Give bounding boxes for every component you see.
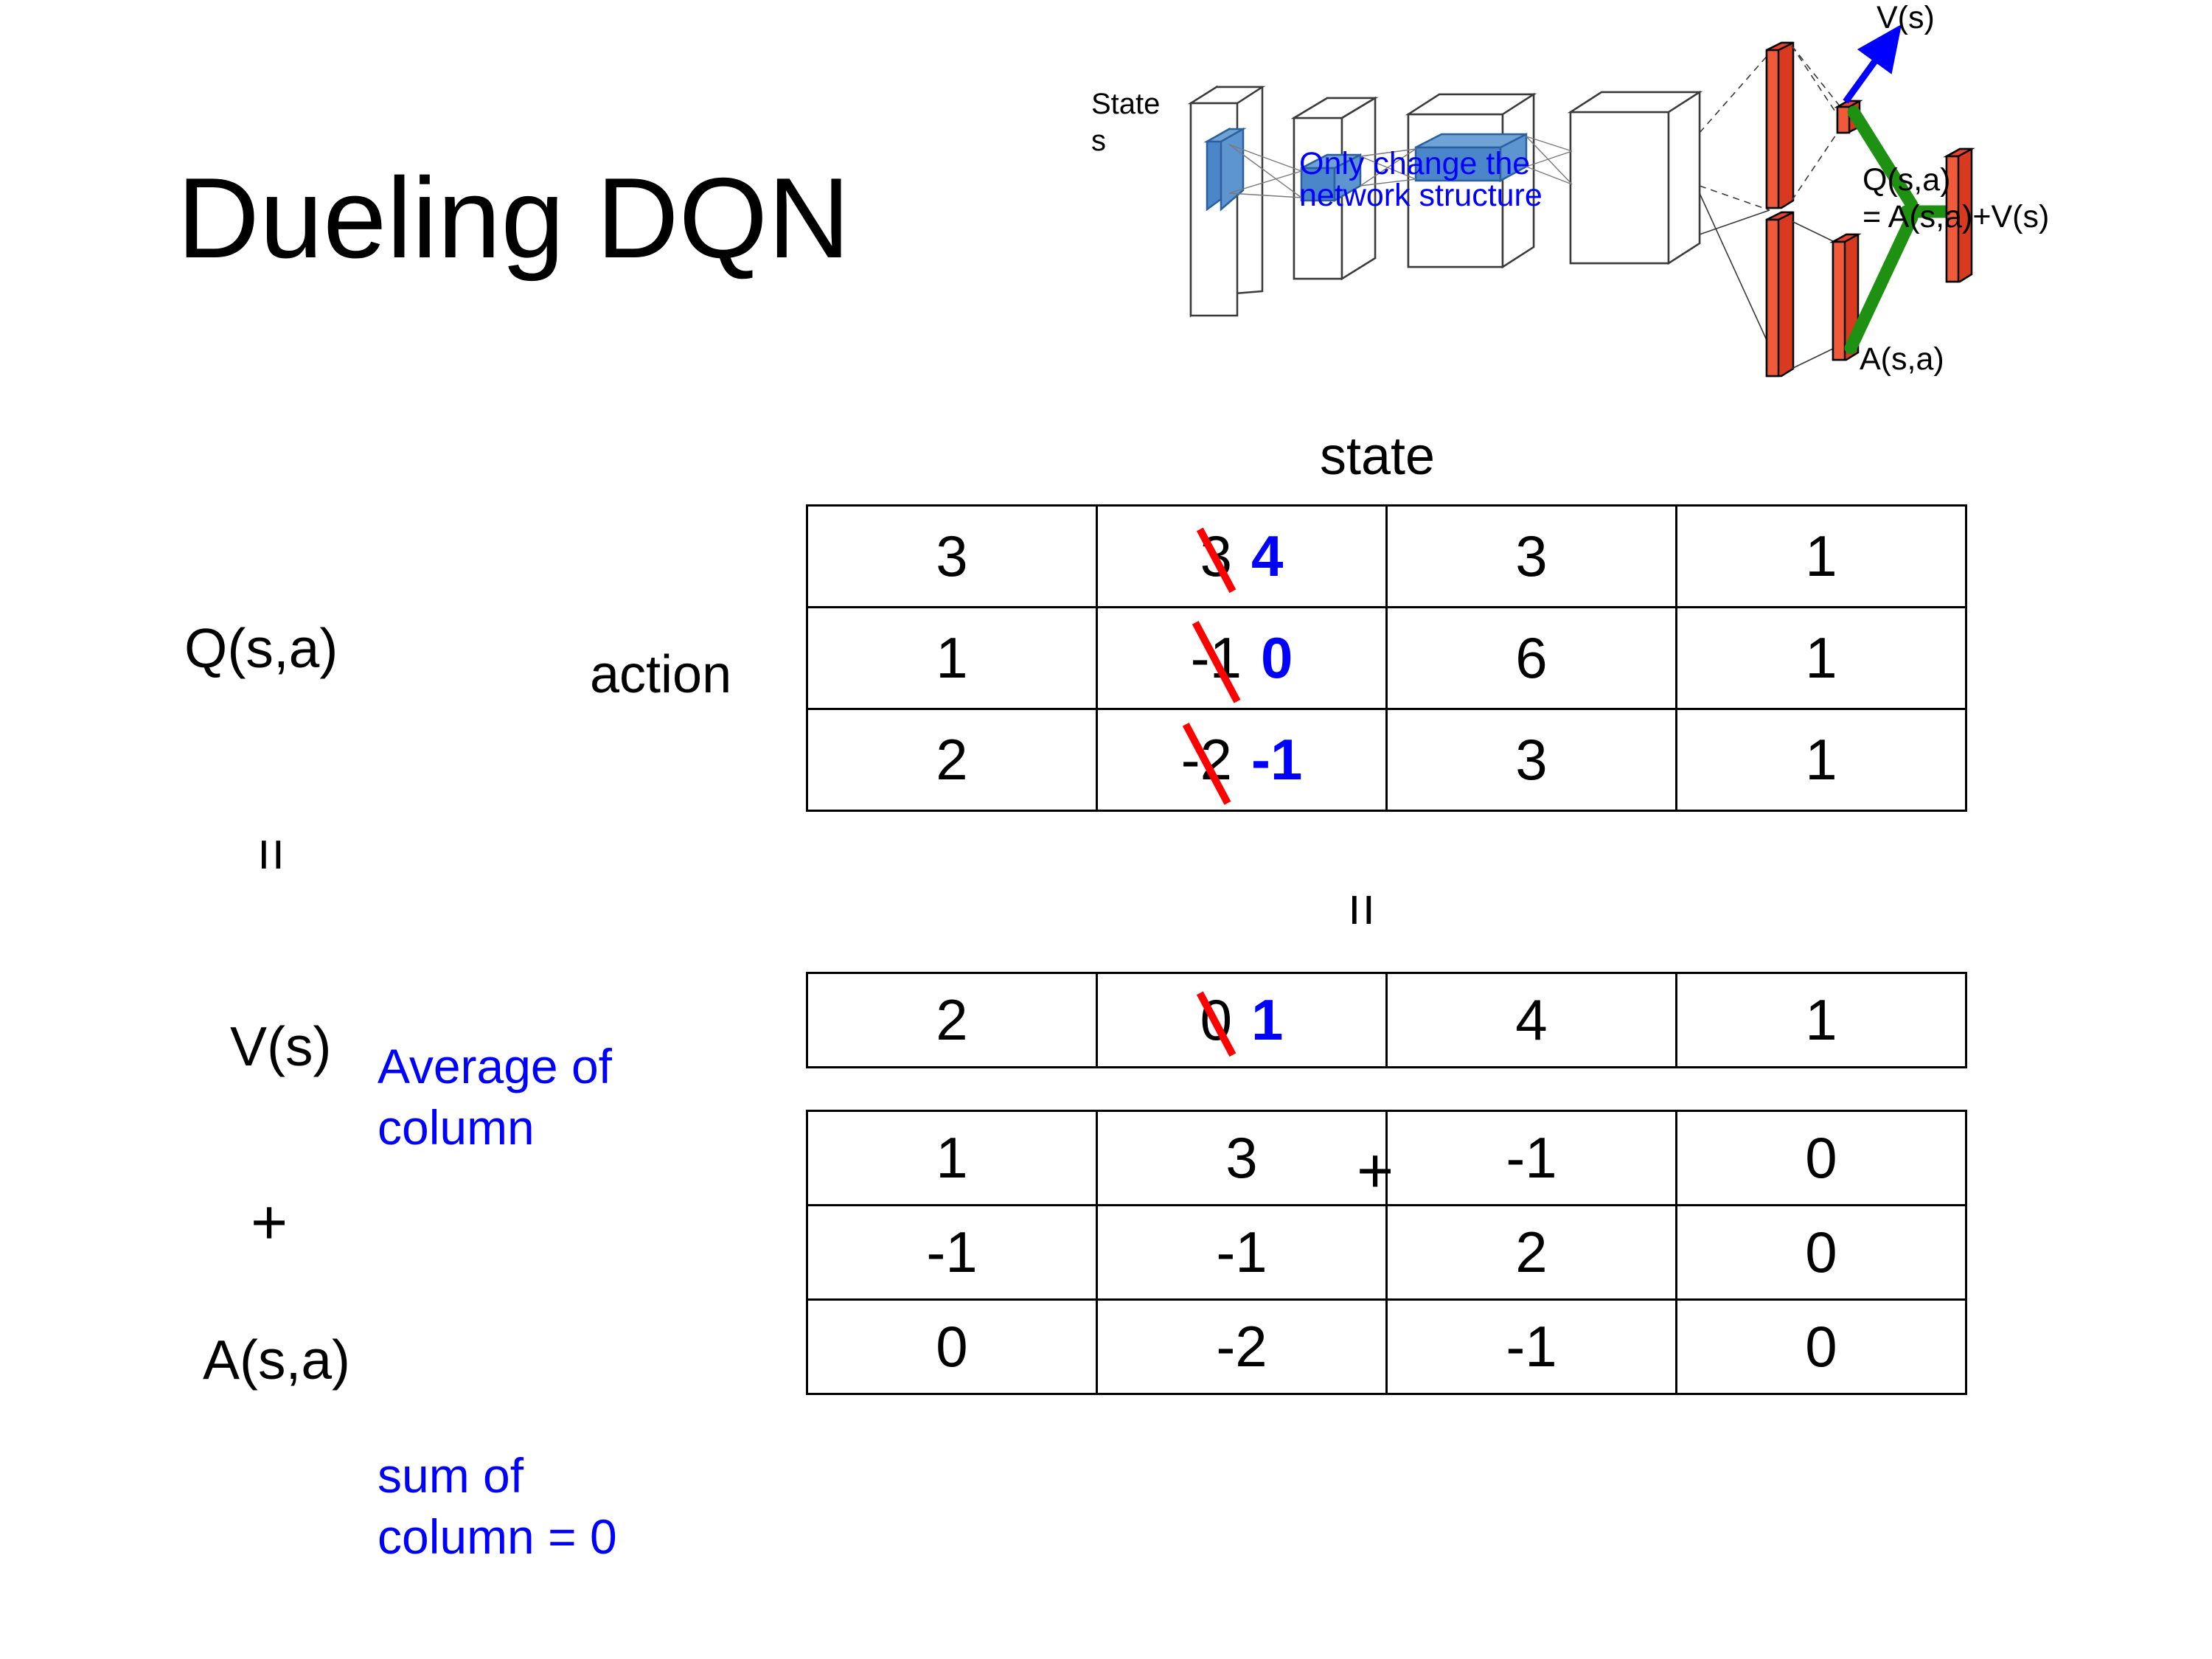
v-value-table: 2 0 1 4 1 bbox=[806, 972, 1967, 1068]
q-cell-r1c0[interactable]: 1 bbox=[806, 606, 1098, 710]
diagram-value-output-label: V(s) bbox=[1877, 0, 1935, 35]
v-cell-r0c0[interactable]: 2 bbox=[806, 972, 1098, 1068]
a-cell-r0c0[interactable]: 1 bbox=[806, 1110, 1098, 1206]
state-axis-label: state bbox=[1320, 427, 1436, 486]
table-row: 1 -1 0 6 1 bbox=[806, 606, 1967, 710]
q-cell-r0c3[interactable]: 1 bbox=[1675, 504, 1967, 608]
average-note-line1: Average of bbox=[378, 1039, 613, 1093]
table-row: -1 -1 2 0 bbox=[806, 1204, 1967, 1301]
q-cell-r2c0[interactable]: 2 bbox=[806, 708, 1098, 812]
sum-note-line1: sum of bbox=[378, 1448, 524, 1503]
q-cell-r0c1[interactable]: 3 4 bbox=[1096, 504, 1388, 608]
q-cell-r1c1[interactable]: -1 0 bbox=[1096, 606, 1388, 710]
q-cell-r0c2[interactable]: 3 bbox=[1385, 504, 1677, 608]
a-cell-r1c0[interactable]: -1 bbox=[806, 1204, 1098, 1301]
q-cell-r1c2[interactable]: 6 bbox=[1385, 606, 1677, 710]
action-axis-label: action bbox=[590, 645, 732, 704]
a-cell-r0c1[interactable]: 3 bbox=[1096, 1110, 1388, 1206]
page-title: Dueling DQN bbox=[177, 154, 851, 282]
a-cell-r2c0[interactable]: 0 bbox=[806, 1298, 1098, 1395]
correction-pair: 3 4 bbox=[1200, 523, 1284, 590]
correction-pair: -1 0 bbox=[1191, 625, 1293, 692]
diagram-advantage-output-label: A(s,a) bbox=[1860, 341, 1944, 377]
v-cell-r0c1[interactable]: 0 1 bbox=[1096, 972, 1388, 1068]
corrected-value: 1 bbox=[1251, 987, 1284, 1052]
table-row: 2 -2 -1 3 1 bbox=[806, 708, 1967, 812]
sum-note-line2: column = 0 bbox=[378, 1509, 617, 1564]
table-row: 0 -2 -1 0 bbox=[806, 1298, 1967, 1395]
a-cell-r2c2[interactable]: -1 bbox=[1385, 1298, 1677, 1395]
q-function-label: Q(s,a) bbox=[184, 617, 338, 679]
q-cell-r1c3[interactable]: 1 bbox=[1675, 606, 1967, 710]
q-cell-r0c0[interactable]: 3 bbox=[806, 504, 1098, 608]
corrected-value: 4 bbox=[1251, 524, 1284, 588]
struck-value: 0 bbox=[1200, 987, 1232, 1052]
struck-value: -1 bbox=[1190, 625, 1242, 690]
plus-operator-left: + bbox=[251, 1187, 288, 1258]
v-cell-r0c2[interactable]: 4 bbox=[1385, 972, 1677, 1068]
q-cell-r2c1[interactable]: -2 -1 bbox=[1096, 708, 1388, 812]
q-cell-r2c3[interactable]: 1 bbox=[1675, 708, 1967, 812]
a-cell-r0c2[interactable]: -1 bbox=[1385, 1110, 1677, 1206]
a-cell-r1c3[interactable]: 0 bbox=[1675, 1204, 1967, 1301]
a-cell-r2c1[interactable]: -2 bbox=[1096, 1298, 1388, 1395]
diagram-state-label-line1: State bbox=[1091, 88, 1161, 120]
advantage-value-table: 1 3 -1 0 -1 -1 2 0 0 -2 -1 0 bbox=[806, 1110, 1967, 1395]
a-cell-r2c3[interactable]: 0 bbox=[1675, 1298, 1967, 1395]
diagram-note-line2: network structure bbox=[1299, 178, 1543, 213]
correction-pair: -2 -1 bbox=[1181, 726, 1303, 793]
struck-value: 3 bbox=[1200, 524, 1232, 588]
q-value-table: 3 3 4 3 1 1 -1 0 6 1 2 bbox=[806, 504, 1967, 812]
q-cell-r2c2[interactable]: 3 bbox=[1385, 708, 1677, 812]
diagram-q-output-label-line1: Q(s,a) bbox=[1863, 162, 1951, 198]
average-of-column-note: Average of column bbox=[378, 1036, 612, 1158]
equals-operator-left: = bbox=[239, 838, 305, 872]
diagram-state-label-line2: s bbox=[1091, 125, 1106, 157]
corrected-value: 0 bbox=[1260, 625, 1293, 690]
a-cell-r1c1[interactable]: -1 bbox=[1096, 1204, 1388, 1301]
a-function-label: A(s,a) bbox=[203, 1329, 351, 1391]
struck-value: -2 bbox=[1180, 727, 1232, 792]
v-function-label: V(s) bbox=[230, 1015, 332, 1077]
equals-operator-middle: = bbox=[1329, 893, 1395, 927]
diagram-q-output-label-line2: = A(s,a)+V(s) bbox=[1863, 199, 2050, 234]
correction-pair: 0 1 bbox=[1200, 987, 1284, 1054]
a-cell-r1c2[interactable]: 2 bbox=[1385, 1204, 1677, 1301]
v-cell-r0c3[interactable]: 1 bbox=[1675, 972, 1967, 1068]
a-cell-r0c3[interactable]: 0 bbox=[1675, 1110, 1967, 1206]
average-note-line2: column bbox=[378, 1099, 535, 1155]
corrected-value: -1 bbox=[1251, 727, 1303, 792]
sum-of-column-note: sum of column = 0 bbox=[378, 1445, 617, 1567]
table-row: 1 3 -1 0 bbox=[806, 1110, 1967, 1206]
dueling-network-diagram: State s Only change the network structur… bbox=[1091, 0, 2212, 413]
table-row: 3 3 4 3 1 bbox=[806, 504, 1967, 608]
diagram-note-line1: Only change the bbox=[1299, 146, 1531, 181]
table-row: 2 0 1 4 1 bbox=[806, 972, 1967, 1068]
